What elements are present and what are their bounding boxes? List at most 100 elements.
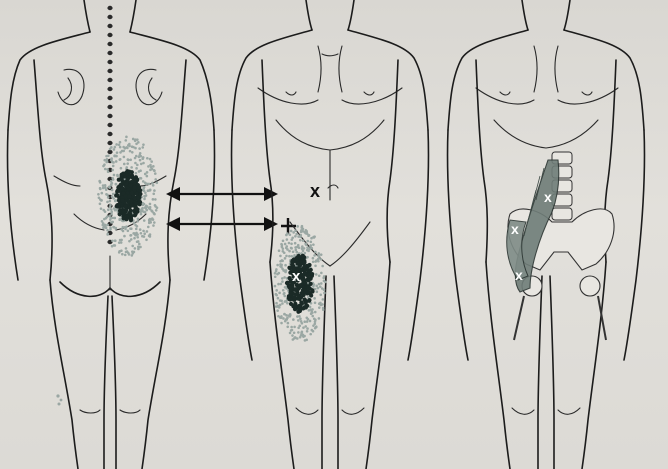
thigh-referral-light-dot [307, 250, 310, 253]
back-referral-light-dot [125, 251, 128, 254]
back-referral-light-dot [154, 198, 157, 201]
thigh-referral-light-dot [299, 336, 302, 339]
thigh-referral-light-dot [280, 315, 283, 318]
back-referral-light-dot [99, 202, 102, 205]
thigh-referral-light-dot [291, 334, 294, 337]
thigh-referral-light-dot [283, 292, 286, 295]
back-referral-light-dot [124, 139, 127, 142]
thigh-referral-light-dot [292, 231, 295, 234]
back-referral-light-dot [140, 213, 143, 216]
thigh-referral-light-dot [279, 263, 282, 266]
anat-left-leg-inner [538, 276, 542, 469]
front-right-shoulder [348, 30, 428, 130]
left-scapula-inner [64, 78, 71, 100]
anat-left-leg-outer [486, 262, 510, 469]
back-right-leg-inner [112, 296, 116, 469]
back-referral-light-dot [136, 220, 139, 223]
back-referral-light-dot [149, 206, 152, 209]
front-neck-left [306, 0, 312, 30]
thigh-referral-light-dot [282, 247, 285, 250]
back-referral-light-dot [106, 215, 109, 218]
thigh-referral-light-dot [300, 320, 303, 323]
back-referral-light-dot [119, 239, 122, 242]
anat-left-arm [447, 130, 468, 360]
back-referral-dark-dot [133, 186, 137, 190]
back-referral-dark-dot [134, 201, 138, 205]
thigh-referral-light-dot [318, 274, 321, 277]
back-referral-light-dot [152, 184, 155, 187]
back-view-figure [7, 0, 214, 469]
back-referral-light-dot [106, 201, 109, 204]
anat-right-nipple [582, 92, 592, 95]
back-referral-light-dot [106, 194, 109, 197]
thigh-referral-light-dot [282, 250, 285, 253]
thigh-referral-light-dot [283, 313, 286, 316]
thigh-referral-light-dot [299, 239, 302, 242]
back-referral-light-dot [135, 232, 138, 235]
thigh-referral-light-dot [276, 309, 279, 312]
thigh-referral-light-dot [292, 318, 295, 321]
back-left-crease [54, 176, 80, 186]
back-referral-light-dot [134, 234, 137, 237]
back-referral-light-dot [153, 221, 156, 224]
thigh-referral-light-dot [318, 283, 321, 286]
thigh-referral-light-dot [313, 297, 316, 300]
anat-left-shoulder [448, 30, 528, 130]
anatomy-view-figure: x x x [447, 0, 644, 469]
back-referral-light-dot [99, 187, 102, 190]
back-referral-light-dot [112, 197, 115, 200]
back-referral-light-dot [108, 186, 111, 189]
thigh-referral-light-dot [303, 320, 306, 323]
back-referral-light-dot [126, 147, 129, 150]
spinous-dot [107, 15, 112, 19]
back-referral-light-dot [134, 224, 137, 227]
thigh-referral-light-dot [280, 322, 283, 325]
thigh-referral-dark-dot [304, 305, 308, 309]
back-referral-light-dot [111, 189, 114, 192]
back-referral-light-dot [115, 143, 118, 146]
thigh-referral-light-dot [275, 294, 278, 297]
back-referral-light-dot [112, 193, 115, 196]
back-referral-light-dot [152, 165, 155, 168]
back-referral-light-dot [131, 151, 134, 154]
back-referral-light-dot [129, 227, 132, 230]
anat-neck-right [564, 0, 570, 30]
front-left-arm [231, 130, 252, 360]
thigh-referral-dark-dot [297, 294, 301, 298]
back-referral-light-dot [114, 239, 117, 242]
thigh-referral-light-dot [290, 247, 293, 250]
thigh-referral-light-dot [294, 229, 297, 232]
thigh-referral-light-dot [290, 242, 293, 245]
back-referral-light-dot [110, 159, 113, 162]
thigh-referral-light-dot [297, 235, 300, 238]
thigh-trigger-marker: x [292, 268, 301, 285]
back-referral-light-dot [115, 160, 118, 163]
anat-left-side [476, 60, 487, 262]
thigh-referral-light-dot [296, 225, 299, 228]
back-referral-light-dot [119, 218, 122, 221]
back-referral-light-dot [149, 164, 152, 167]
back-referral-light-dot [145, 239, 148, 242]
thigh-referral-light-dot [305, 316, 308, 319]
sternum-right [339, 46, 342, 92]
thigh-referral-light-dot [280, 283, 283, 286]
spinous-dot [107, 87, 112, 91]
front-left-knee [296, 408, 318, 414]
thigh-referral-light-dot [296, 337, 299, 340]
back-referral-light-dot [118, 251, 121, 254]
anat-right-arm [624, 130, 645, 360]
back-referral-light-dot [139, 159, 142, 162]
back-referral-light-dot [112, 165, 115, 168]
thigh-referral-light-dot [293, 331, 296, 334]
thigh-referral-light-dot [306, 330, 309, 333]
thigh-referral-light-dot [279, 255, 282, 258]
anat-sternum-right [555, 46, 558, 92]
back-referral-light-dot [138, 243, 141, 246]
back-referral-light-dot [155, 209, 158, 212]
back-referral-light-dot [138, 156, 141, 159]
thigh-referral-light-dot [299, 317, 302, 320]
back-referral-light-dot [154, 204, 157, 207]
back-referral-light-dot [97, 193, 100, 196]
